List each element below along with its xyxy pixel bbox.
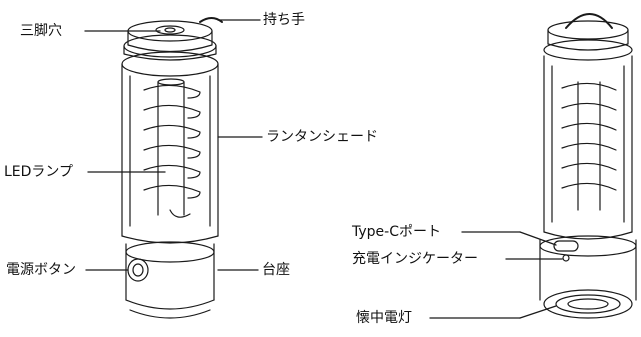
right-leader-lines (429, 231, 563, 319)
left-base (125, 241, 215, 319)
label-charge-indicator: 充電インジケーター (352, 251, 478, 267)
left-leader-lines (84, 19, 263, 271)
label-handle: 持ち手 (263, 12, 305, 28)
label-tripod-hole: 三脚穴 (20, 23, 62, 39)
label-type-c-port: Type-Cポート (352, 224, 441, 240)
label-led-lamp: LEDランプ (4, 164, 74, 180)
left-spring (143, 84, 201, 218)
label-flashlight: 懐中電灯 (356, 310, 412, 326)
left-top-cap (123, 17, 223, 61)
label-base: 台座 (262, 262, 290, 278)
right-lantern (429, 13, 637, 319)
right-top-cap (543, 13, 633, 61)
right-shade (543, 55, 633, 240)
label-lantern-shade: ランタンシェード (266, 129, 378, 145)
label-power-button: 電源ボタン (6, 262, 76, 278)
left-lantern (84, 17, 263, 319)
right-base (539, 235, 637, 319)
left-led-core (157, 78, 185, 216)
left-shade (121, 51, 219, 244)
right-spring (561, 81, 617, 211)
